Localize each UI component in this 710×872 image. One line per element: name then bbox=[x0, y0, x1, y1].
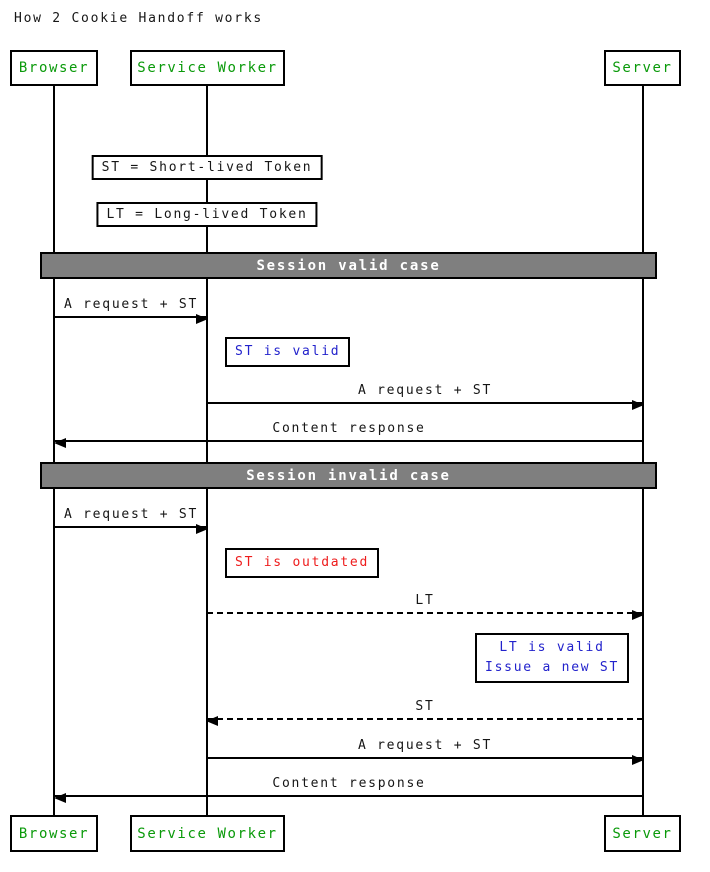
message-label: ST bbox=[415, 699, 435, 714]
actor-label-server: Server bbox=[612, 60, 673, 76]
arrow-line bbox=[55, 524, 208, 534]
note-lt-valid: LT is valid Issue a new ST bbox=[475, 633, 630, 683]
note-st-valid: ST is valid bbox=[225, 337, 351, 367]
note-lt-valid-line2: Issue a new ST bbox=[485, 660, 620, 675]
arrowhead-right-icon bbox=[632, 400, 644, 410]
arrow-line-dashed bbox=[207, 610, 644, 620]
diagram-title: How 2 Cookie Handoff works bbox=[14, 11, 263, 26]
section-band-invalid: Session invalid case bbox=[40, 462, 657, 489]
lifeline-server bbox=[642, 86, 644, 815]
arrowhead-right-icon bbox=[196, 524, 208, 534]
actor-box-browser-top: Browser bbox=[10, 50, 98, 86]
message-label: Content response bbox=[272, 776, 426, 791]
message-label: A request + ST bbox=[63, 507, 199, 522]
message-label: Content response bbox=[272, 421, 426, 436]
note-lt-definition: LT = Long-lived Token bbox=[96, 202, 318, 227]
actor-box-service-worker-top: Service Worker bbox=[130, 50, 285, 86]
arrow-line bbox=[54, 438, 643, 448]
actor-box-server-top: Server bbox=[604, 50, 681, 86]
actor-label-browser: Browser bbox=[18, 825, 90, 842]
arrowhead-right-icon bbox=[632, 610, 644, 620]
arrow-line bbox=[207, 400, 644, 410]
message-label: A request + ST bbox=[357, 383, 493, 398]
message-request-st-browser-to-sw-1: A request + ST bbox=[55, 296, 208, 324]
actor-box-server-bottom: Server bbox=[604, 815, 681, 852]
actor-label-server: Server bbox=[612, 825, 673, 842]
arrow-line-dashed bbox=[206, 716, 643, 726]
message-label: A request + ST bbox=[63, 297, 199, 312]
section-band-invalid-label: Session invalid case bbox=[246, 467, 451, 484]
message-label: A request + ST bbox=[357, 738, 493, 753]
actor-label-browser: Browser bbox=[18, 60, 90, 76]
lifeline-browser bbox=[53, 86, 55, 815]
actor-label-service-worker: Service Worker bbox=[137, 60, 278, 76]
section-band-valid: Session valid case bbox=[40, 252, 657, 279]
note-st-definition: ST = Short-lived Token bbox=[91, 155, 323, 180]
arrow-line bbox=[54, 793, 643, 803]
arrowhead-left-icon bbox=[206, 716, 218, 726]
message-label: LT bbox=[415, 593, 435, 608]
message-st-server-to-sw: ST bbox=[206, 698, 643, 726]
lifeline-service-worker bbox=[206, 86, 208, 815]
arrow-line bbox=[207, 755, 644, 765]
note-st-outdated: ST is outdated bbox=[225, 548, 380, 578]
message-lt-sw-to-server: LT bbox=[207, 592, 644, 620]
arrowhead-left-icon bbox=[54, 793, 66, 803]
arrowhead-right-icon bbox=[632, 755, 644, 765]
message-request-st-sw-to-server-2: A request + ST bbox=[207, 737, 644, 765]
arrowhead-left-icon bbox=[54, 438, 66, 448]
message-content-response-1: Content response bbox=[54, 420, 643, 448]
arrowhead-right-icon bbox=[196, 314, 208, 324]
message-request-st-browser-to-sw-2: A request + ST bbox=[55, 506, 208, 534]
actor-box-browser-bottom: Browser bbox=[10, 815, 98, 852]
note-lt-valid-line1: LT is valid bbox=[499, 640, 605, 655]
actor-box-service-worker-bottom: Service Worker bbox=[130, 815, 285, 852]
message-content-response-2: Content response bbox=[54, 775, 643, 803]
message-request-st-sw-to-server-1: A request + ST bbox=[207, 382, 644, 410]
actor-label-service-worker: Service Worker bbox=[137, 825, 278, 842]
arrow-line bbox=[55, 314, 208, 324]
section-band-valid-label: Session valid case bbox=[256, 257, 441, 274]
